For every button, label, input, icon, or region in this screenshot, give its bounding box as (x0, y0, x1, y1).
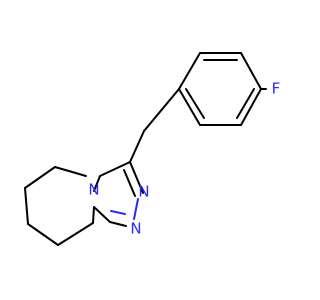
bond (109, 221, 127, 227)
molecule-diagram: F N N N (24, 52, 281, 246)
bond (57, 222, 94, 246)
bond (240, 52, 262, 90)
fluorophenyl-ring (178, 52, 267, 126)
bond (92, 206, 95, 224)
ring-nitrogen-atom-label: N (88, 181, 99, 199)
molecule-structure: F N N N (24, 52, 281, 246)
bond (129, 130, 145, 163)
double-bond-inner (236, 88, 255, 119)
bond (93, 206, 111, 223)
bond (93, 175, 101, 192)
bond (24, 166, 56, 189)
bond (178, 88, 201, 126)
bond (24, 187, 29, 225)
bond (143, 88, 180, 132)
double-bond-inner (123, 169, 136, 197)
bond (129, 161, 144, 194)
fluorine-atom-label: F (272, 80, 281, 98)
bond (178, 52, 201, 90)
triazole-nitrogen-upper-label: N (138, 183, 149, 201)
bond (99, 161, 131, 177)
double-bond-inner (185, 88, 205, 119)
triazole-nitrogen-lower-label: N (130, 220, 141, 238)
bond (54, 166, 87, 177)
methylene-linker (129, 88, 180, 163)
triazole-ring (93, 161, 144, 227)
bond (133, 198, 139, 220)
bond (240, 88, 262, 126)
double-bond-inner (110, 210, 126, 215)
piperidine-ring (24, 166, 95, 246)
bond (27, 223, 59, 246)
